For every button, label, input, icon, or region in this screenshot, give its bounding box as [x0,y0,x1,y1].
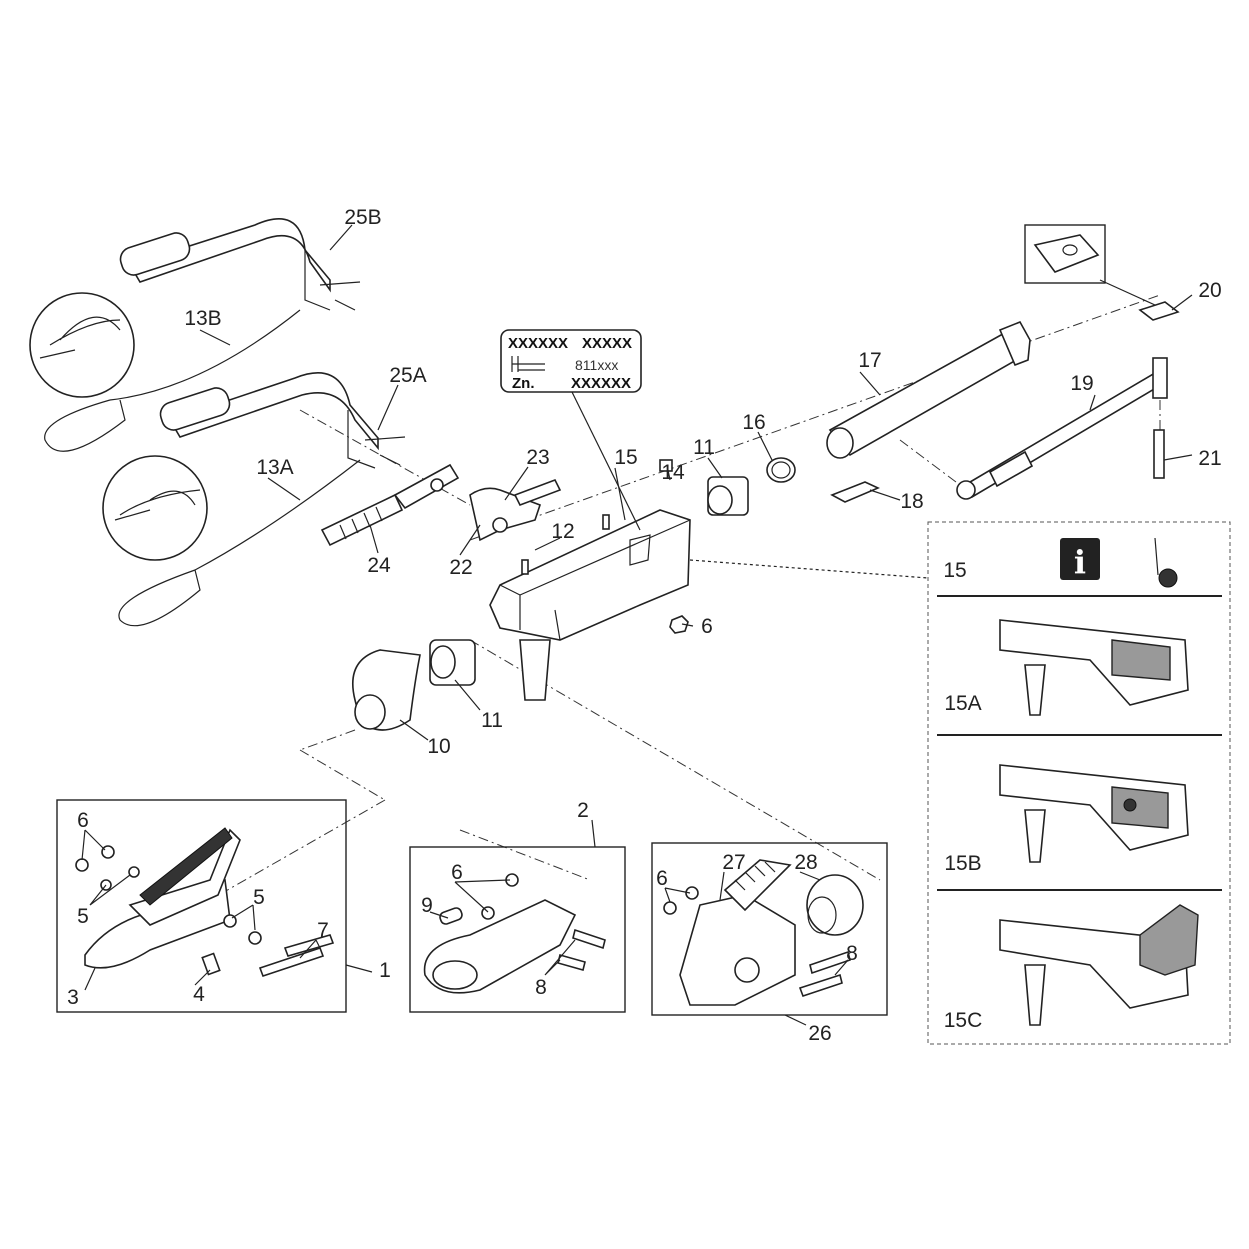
info-icon-glyph: i [1074,543,1086,581]
callout-6-box1: 6 [77,809,89,832]
callout-18: 18 [900,490,923,513]
callout-13b: 13B [184,307,221,330]
callout-9: 9 [421,894,433,917]
callout-25a: 25A [389,364,426,387]
plate-code: 811xxx [575,357,618,373]
callout-8-box26: 8 [846,942,858,965]
callout-5-right: 5 [253,886,265,909]
lever-parts-22-23 [469,478,562,542]
callout-7: 7 [317,919,329,942]
callout-17: 17 [858,349,881,372]
callout-28: 28 [794,851,817,874]
clip-18 [830,481,880,503]
assembly-axis-lines [209,279,1161,901]
plate-row3-right: XXXXXX [571,375,631,392]
support-rod-19 [956,224,1180,500]
variant-label-15c: 15C [944,1009,983,1032]
bellows-10-bushing-11 [351,639,476,731]
callout-23: 23 [526,446,549,469]
towing-eye-box-2 [409,846,626,1013]
callout-2: 2 [577,799,589,822]
callout-19: 19 [1070,372,1093,395]
handle-25a [159,372,406,469]
callout-21: 21 [1198,447,1221,470]
variant-label-15a: 15A [944,692,981,715]
callout-27: 27 [722,851,745,874]
type-plate: XXXXXX XXXXX 811xxx Zn. XXXXXX [500,329,642,531]
bearing-parts [659,457,796,634]
info-icon [1060,538,1100,580]
coupling-kit-box-1 [56,799,347,1013]
callout-16: 16 [742,411,765,434]
callout-11-lower: 11 [481,709,503,732]
callout-15: 15 [614,446,637,469]
coupling-box-26 [651,842,888,1016]
callout-4: 4 [193,983,205,1006]
callout-22: 22 [449,556,472,579]
plate-material: Zn. [512,375,535,392]
callout-25b: 25B [344,206,381,229]
callout-12: 12 [551,520,574,543]
callout-1: 1 [379,959,391,982]
callout-6-housing: 6 [701,615,713,638]
callout-11-upper: 11 [693,436,715,459]
handle-25b [119,218,361,311]
callout-labels: 25B 13B 25A 13A 24 22 23 12 15 14 11 16 … [67,206,1222,1045]
plate-row1-left: XXXXXX [508,335,568,352]
bellows-24 [320,463,460,547]
callout-6-box2: 6 [451,861,463,884]
drawbar-housing-15 [489,509,691,701]
callout-24: 24 [367,554,391,577]
callout-26: 26 [808,1022,831,1045]
variant-label-15b: 15B [944,852,981,875]
callout-8-box2: 8 [535,976,547,999]
variant-15a-drawing [999,619,1189,716]
breakaway-cables [29,292,361,627]
callout-6-box26: 6 [656,867,668,890]
leader-lines [81,224,1193,1026]
variant-15c-drawing [999,904,1199,1026]
callout-5-left: 5 [77,905,89,928]
tube-17 [826,320,1031,459]
callout-3: 3 [67,986,79,1009]
plate-row1-right: XXXXX [582,335,632,352]
variant-panel-title: 15 [943,559,966,582]
callout-14: 14 [661,461,685,484]
variant-15b-drawing [999,764,1189,863]
callout-13a: 13A [256,456,293,479]
callout-20: 20 [1198,279,1221,302]
callout-10: 10 [427,735,450,758]
jockey-wheel-icon [1154,537,1178,588]
variant-panel-15: i 15 15A 15B 15C [927,521,1231,1045]
